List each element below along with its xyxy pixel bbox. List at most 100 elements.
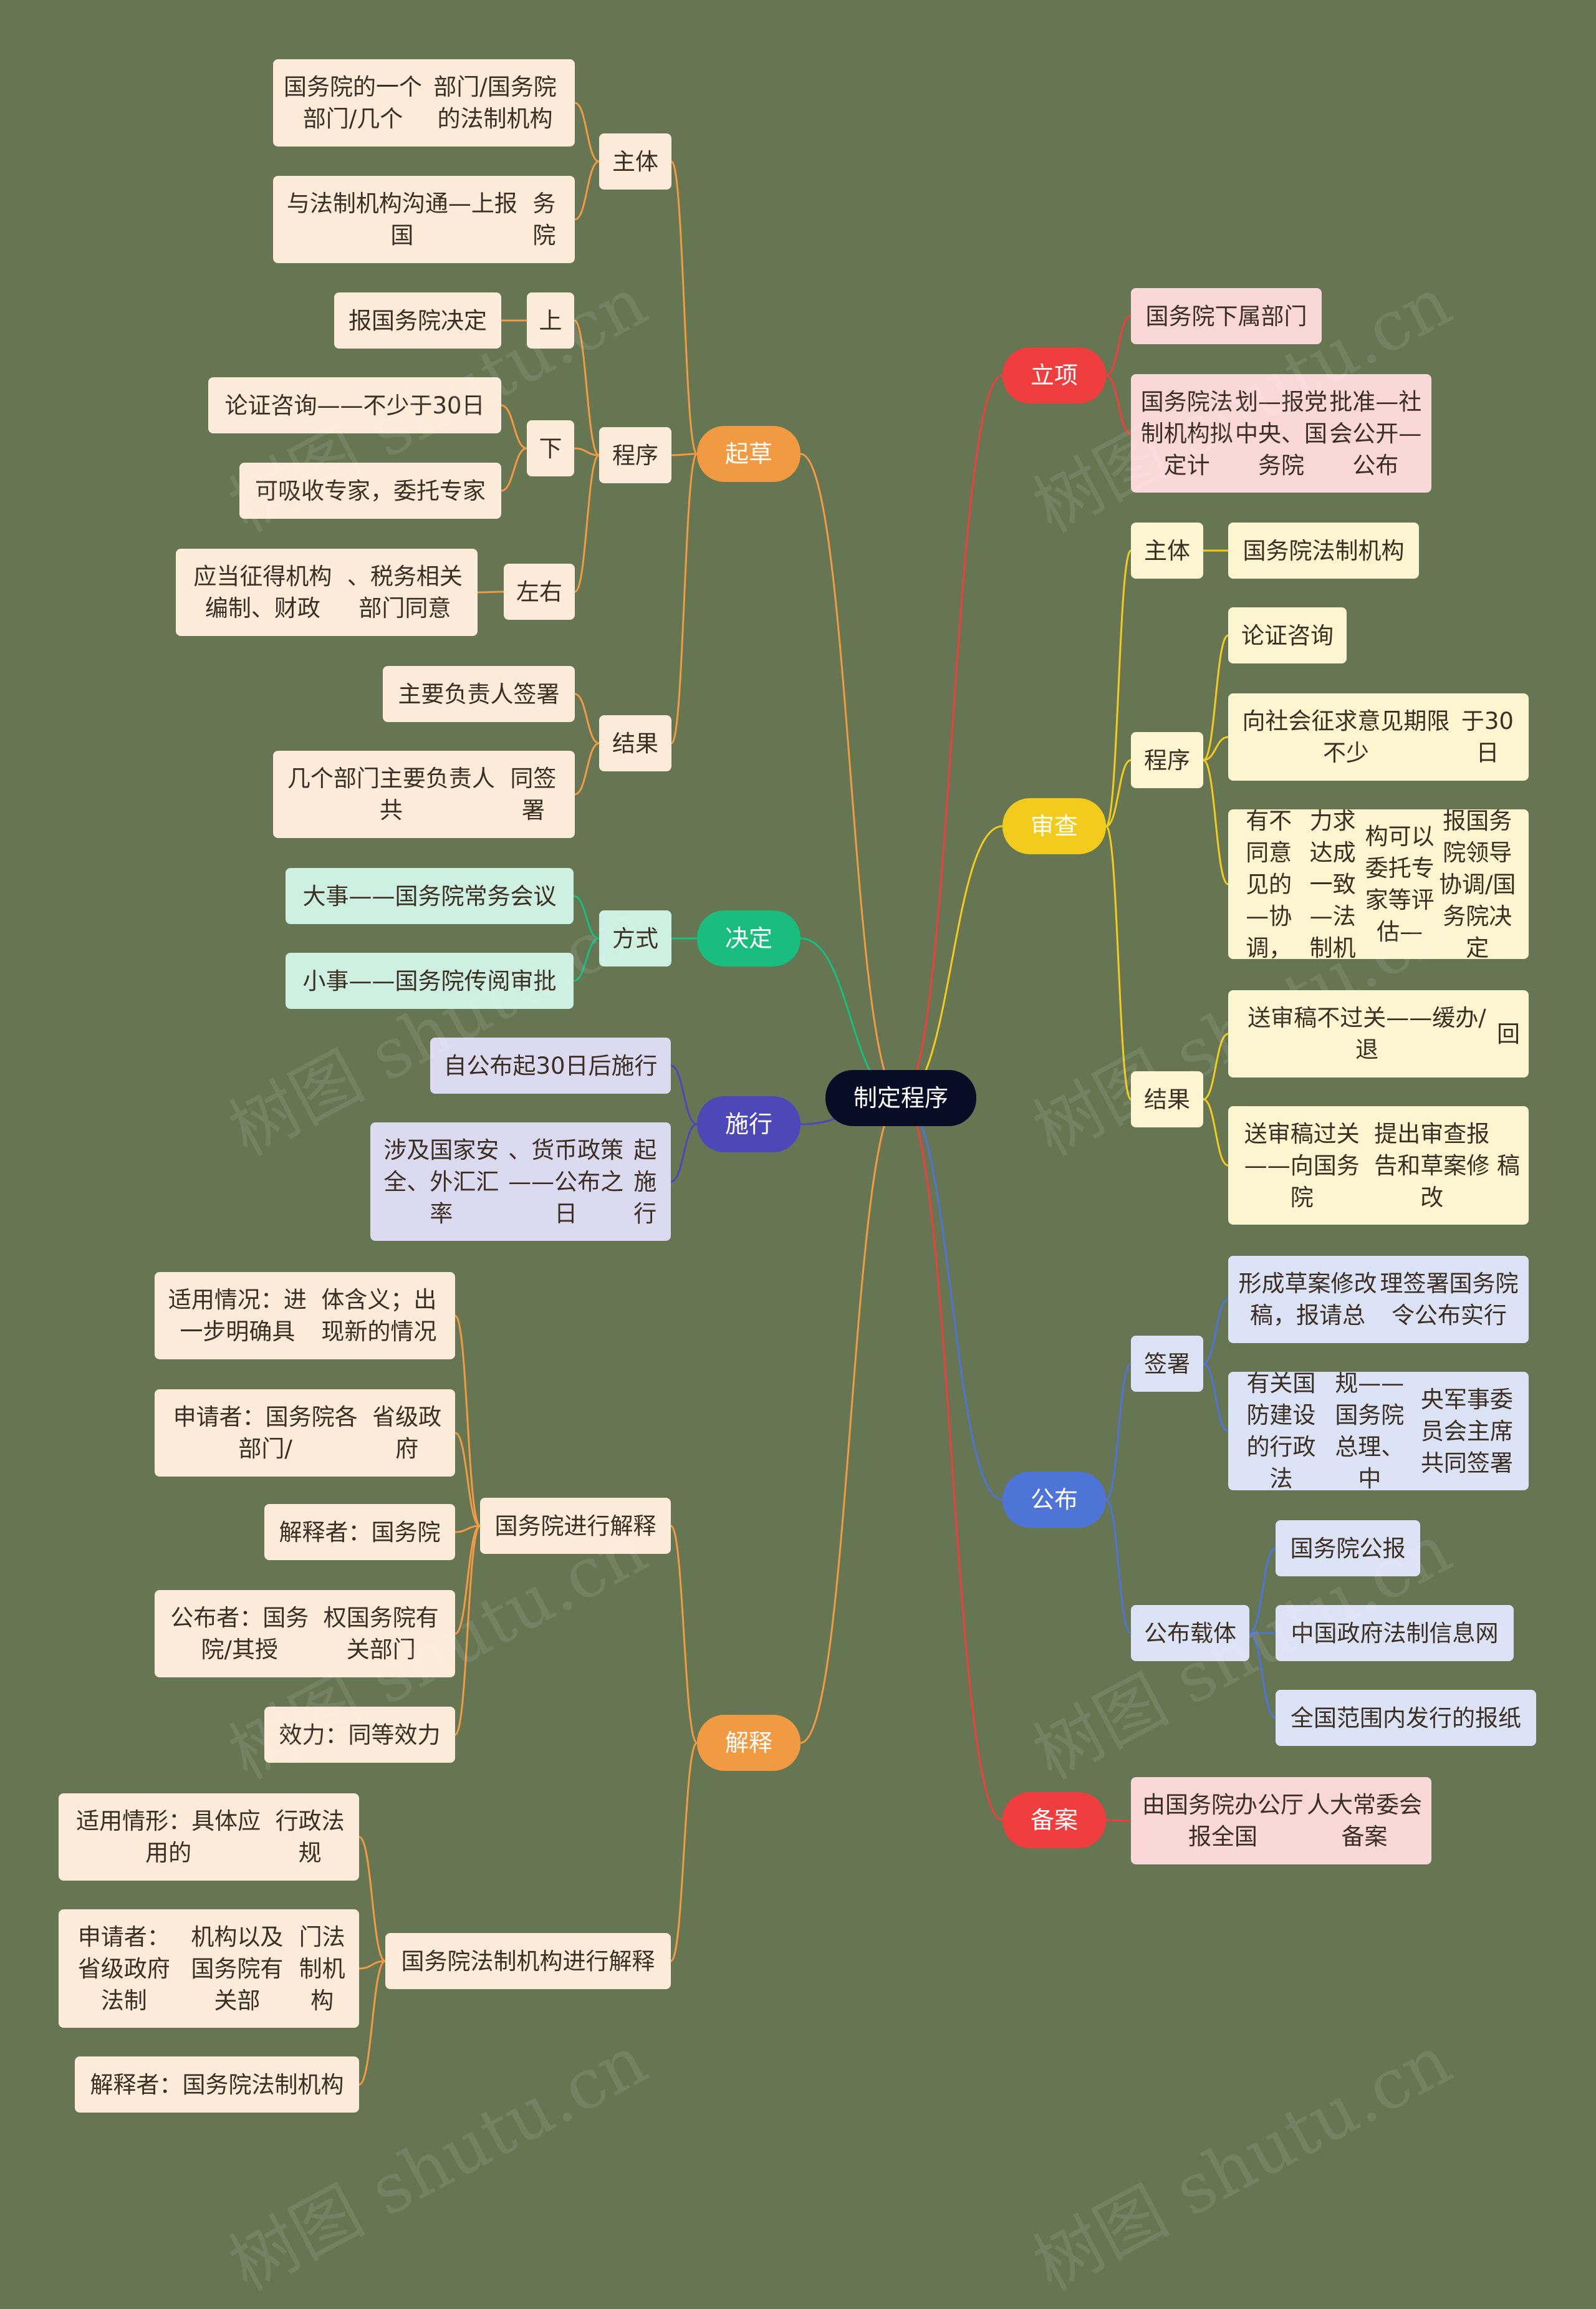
node-gb-qs-0[interactable]: 形成草案修改稿，报请总理签署国务院令公布实行 — [1228, 1256, 1529, 1343]
edge-shencha-sc-jieguo — [1105, 825, 1132, 1101]
node-jd-fangshi[interactable]: 方式 — [599, 910, 671, 967]
node-sc-zhuti[interactable]: 主体 — [1131, 523, 1203, 579]
node-qc-chengxu[interactable]: 程序 — [599, 427, 671, 483]
node-qicao[interactable]: 起草 — [697, 426, 800, 482]
node-jd-1[interactable]: 小事——国务院传阅审批 — [286, 953, 574, 1009]
node-gb-zaiti[interactable]: 公布载体 — [1131, 1605, 1249, 1661]
edge-qc-jieguo-qc-jieguo-1 — [574, 742, 600, 796]
node-lx-0[interactable]: 国务院下属部门 — [1131, 288, 1322, 344]
edge-js-fz-js-fz-0 — [358, 1836, 386, 1962]
edge-qc-xia-qc-xia-0 — [501, 404, 527, 450]
node-sc-cx-0[interactable]: 论证咨询 — [1228, 607, 1347, 663]
edge-qc-zhuti-qc-zhuti-1 — [574, 160, 600, 221]
edge-root-jieshi — [800, 1097, 901, 1744]
node-sc-cx-1[interactable]: 向社会征求意见期限不少于30日 — [1228, 693, 1529, 781]
node-ba-0[interactable]: 由国务院办公厅报全国人大常委会备案 — [1131, 1777, 1431, 1864]
node-sc-jg-0[interactable]: 送审稿不过关——缓办/退回 — [1228, 990, 1529, 1077]
node-qc-xia-0[interactable]: 论证咨询——不少于30日 — [208, 377, 501, 433]
edge-qicao-qc-jieguo — [670, 453, 698, 745]
edge-root-gongbu — [900, 1097, 1003, 1501]
node-qc-jieguo-0[interactable]: 主要负责人签署 — [383, 666, 575, 722]
node-js-gwy-4[interactable]: 效力：同等效力 — [264, 1707, 455, 1763]
node-js-gwy-2[interactable]: 解释者：国务院 — [264, 1504, 455, 1560]
edge-shixing-sx-1 — [670, 1123, 698, 1183]
edge-gb-qianshu-gb-qs-1 — [1203, 1362, 1229, 1432]
edge-gb-zaiti-gb-zt-2 — [1249, 1632, 1276, 1719]
node-sc-jieguo[interactable]: 结果 — [1131, 1071, 1203, 1127]
node-sc-jg-1[interactable]: 送审稿过关——向国务院提出审查报告和草案修改稿 — [1228, 1106, 1529, 1225]
node-qc-shang-0[interactable]: 报国务院决定 — [334, 292, 501, 349]
edge-qc-chengxu-qc-shang — [574, 319, 600, 456]
node-beian[interactable]: 备案 — [1002, 1792, 1106, 1848]
edge-lixiang-lx-0 — [1105, 315, 1132, 377]
edge-js-gwy-js-gwy-4 — [454, 1525, 481, 1736]
node-js-gwy[interactable]: 国务院进行解释 — [480, 1498, 671, 1554]
node-qc-jieguo-1[interactable]: 几个部门主要负责人共同签署 — [273, 751, 575, 838]
node-js-gwy-0[interactable]: 适用情况：进一步明确具体含义；出现新的情况 — [155, 1272, 455, 1359]
edge-js-fz-js-fz-2 — [358, 1960, 386, 2086]
node-qc-zhuti-0[interactable]: 国务院的一个部门/几个部门/国务院的法制机构 — [273, 59, 575, 147]
node-root[interactable]: 制定程序 — [825, 1070, 976, 1126]
edge-jieshi-js-gwy — [670, 1525, 698, 1744]
edge-sc-chengxu-sc-cx-2 — [1203, 759, 1229, 885]
node-js-fz-2[interactable]: 解释者：国务院法制机构 — [75, 2056, 359, 2113]
edge-shencha-sc-zhuti — [1105, 549, 1132, 827]
node-gb-qs-1[interactable]: 有关国防建设的行政法规——国务院总理、中央军事委员会主席共同签署 — [1228, 1370, 1529, 1492]
edge-sc-jieguo-sc-jg-0 — [1203, 1033, 1229, 1101]
edge-root-beian — [900, 1097, 1003, 1821]
node-gb-zt-2[interactable]: 全国范围内发行的报纸 — [1276, 1690, 1536, 1746]
edge-sc-chengxu-sc-cx-0 — [1203, 634, 1229, 761]
node-qc-shang[interactable]: 上 — [527, 292, 574, 349]
edge-js-fz-js-fz-1 — [358, 1960, 386, 1970]
edge-qicao-qc-zhuti — [670, 160, 698, 455]
edge-sc-jieguo-sc-jg-1 — [1203, 1098, 1229, 1167]
node-shixing[interactable]: 施行 — [697, 1096, 800, 1152]
node-js-fz[interactable]: 国务院法制机构进行解释 — [385, 1933, 671, 1989]
node-js-gwy-1[interactable]: 申请者：国务院各部门/省级政府 — [155, 1389, 455, 1477]
node-jd-0[interactable]: 大事——国务院常务会议 — [286, 868, 574, 924]
edge-qicao-qc-chengxu — [671, 453, 698, 456]
edge-shencha-sc-chengxu — [1105, 759, 1132, 827]
node-sc-cx-2[interactable]: 有不同意见的—协调，力求达成一致—法制机构可以委托专家等评估—报国务院领导协调/… — [1228, 807, 1529, 962]
node-gongbu[interactable]: 公布 — [1002, 1472, 1106, 1528]
edge-qc-xia-qc-xia-1 — [501, 447, 527, 492]
edge-gongbu-gb-zaiti — [1105, 1498, 1132, 1634]
node-qc-jieguo[interactable]: 结果 — [599, 715, 671, 771]
node-qc-xia[interactable]: 下 — [527, 420, 574, 476]
node-lixiang[interactable]: 立项 — [1002, 347, 1106, 403]
node-qc-xia-1[interactable]: 可吸收专家，委托专家 — [239, 463, 501, 519]
node-qc-zuoyou-0[interactable]: 应当征得机构编制、财政、税务相关部门同意 — [176, 549, 478, 636]
edge-root-lixiang — [900, 374, 1003, 1099]
node-lx-1[interactable]: 国务院法制机构拟定计划—报党中央、国务院批准—社会公开—公布 — [1131, 374, 1431, 493]
node-sc-zhuti-0[interactable]: 国务院法制机构 — [1228, 523, 1419, 579]
node-jueding[interactable]: 决定 — [697, 910, 800, 967]
edge-root-qicao — [800, 453, 901, 1099]
node-qc-zhuti-1[interactable]: 与法制机构沟通—上报国务院 — [273, 176, 575, 263]
node-qc-zuoyou[interactable]: 左右 — [504, 564, 575, 620]
edge-lixiang-lx-1 — [1105, 374, 1132, 435]
node-gb-zt-0[interactable]: 国务院公报 — [1276, 1520, 1420, 1576]
edge-jieshi-js-fz — [670, 1742, 698, 1962]
node-js-gwy-3[interactable]: 公布者：国务院/其授权国务院有关部门 — [155, 1590, 455, 1677]
node-js-fz-1[interactable]: 申请者：省级政府法制机构以及国务院有关部门法制机构 — [59, 1909, 359, 2028]
edge-qc-chengxu-qc-xia — [574, 447, 600, 456]
edge-qc-jieguo-qc-jieguo-0 — [574, 693, 600, 745]
node-gb-zt-1[interactable]: 中国政府法制信息网 — [1276, 1605, 1514, 1661]
edge-js-gwy-js-gwy-2 — [454, 1525, 481, 1533]
edge-qc-zhuti-qc-zhuti-0 — [574, 102, 600, 163]
edge-qc-chengxu-qc-zuoyou — [574, 454, 600, 593]
node-qc-zhuti[interactable]: 主体 — [599, 133, 671, 190]
edge-gb-qianshu-gb-qs-0 — [1203, 1298, 1229, 1365]
edge-jd-fangshi-jd-0 — [573, 895, 600, 940]
edge-jd-fangshi-jd-1 — [573, 937, 600, 982]
node-sx-1[interactable]: 涉及国家安全、外汇汇率、货币政策——公布之日起施行 — [370, 1122, 671, 1241]
edge-beian-ba-0 — [1105, 1819, 1132, 1822]
node-shencha[interactable]: 审查 — [1002, 798, 1106, 854]
node-jieshi[interactable]: 解释 — [697, 1715, 800, 1771]
node-gb-qianshu[interactable]: 签署 — [1131, 1336, 1203, 1392]
node-sc-chengxu[interactable]: 程序 — [1131, 732, 1203, 788]
edge-js-gwy-js-gwy-0 — [454, 1314, 481, 1527]
edge-js-gwy-js-gwy-3 — [454, 1525, 481, 1635]
node-sx-0[interactable]: 自公布起30日后施行 — [430, 1038, 671, 1094]
node-js-fz-0[interactable]: 适用情形：具体应用的行政法规 — [59, 1793, 359, 1881]
